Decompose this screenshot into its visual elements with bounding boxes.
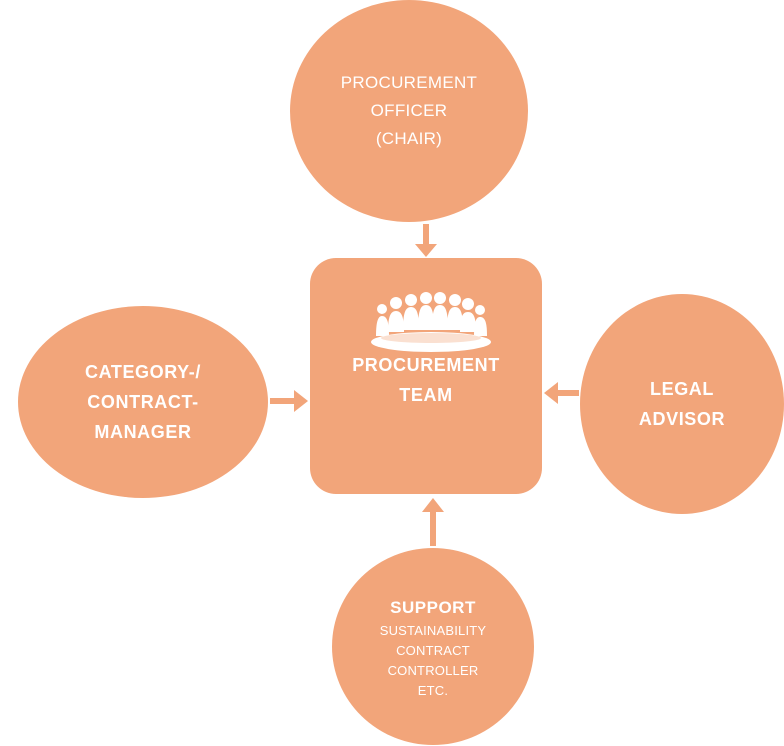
- category-contract-manager-node: CATEGORY-/ CONTRACT- MANAGER: [18, 306, 268, 498]
- legal-advisor-node: LEGAL ADVISOR: [580, 294, 784, 514]
- right-line-1: LEGAL: [650, 379, 714, 399]
- procurement-team-label: PROCUREMENT TEAM: [352, 350, 500, 410]
- procurement-officer-node: PROCUREMENT OFFICER (CHAIR): [290, 0, 528, 222]
- top-line-1: PROCUREMENT: [340, 73, 478, 92]
- support-heading: SUPPORT: [390, 598, 476, 617]
- meeting-table-icon: [368, 292, 494, 356]
- arrow-bottom-to-center: [422, 498, 444, 546]
- support-node: SUPPORT SUSTAINABILITY CONTRACT CONTROLL…: [332, 548, 534, 745]
- procurement-team-node: PROCUREMENT TEAM: [310, 258, 542, 494]
- bottom-line-1: SUSTAINABILITY: [379, 623, 487, 638]
- arrow-top-to-center: [415, 224, 437, 257]
- top-line-3: (CHAIR): [375, 129, 443, 148]
- bottom-line-2: CONTRACT: [396, 643, 470, 658]
- left-line-2: CONTRACT-: [87, 392, 199, 412]
- center-line-1: PROCUREMENT: [352, 355, 500, 375]
- arrow-right-to-center: [544, 382, 579, 404]
- left-line-3: MANAGER: [94, 422, 192, 442]
- center-line-2: TEAM: [399, 385, 453, 405]
- bottom-line-4: ETC.: [417, 683, 449, 698]
- arrow-left-to-center: [270, 390, 308, 412]
- left-line-1: CATEGORY-/: [84, 362, 201, 382]
- right-line-2: ADVISOR: [638, 409, 726, 429]
- bottom-line-3: CONTROLLER: [387, 663, 479, 678]
- top-line-2: OFFICER: [370, 101, 448, 120]
